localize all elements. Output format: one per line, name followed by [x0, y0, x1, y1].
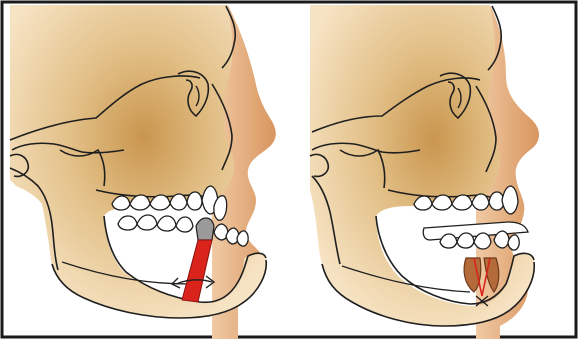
left-implant-cap	[196, 218, 214, 240]
